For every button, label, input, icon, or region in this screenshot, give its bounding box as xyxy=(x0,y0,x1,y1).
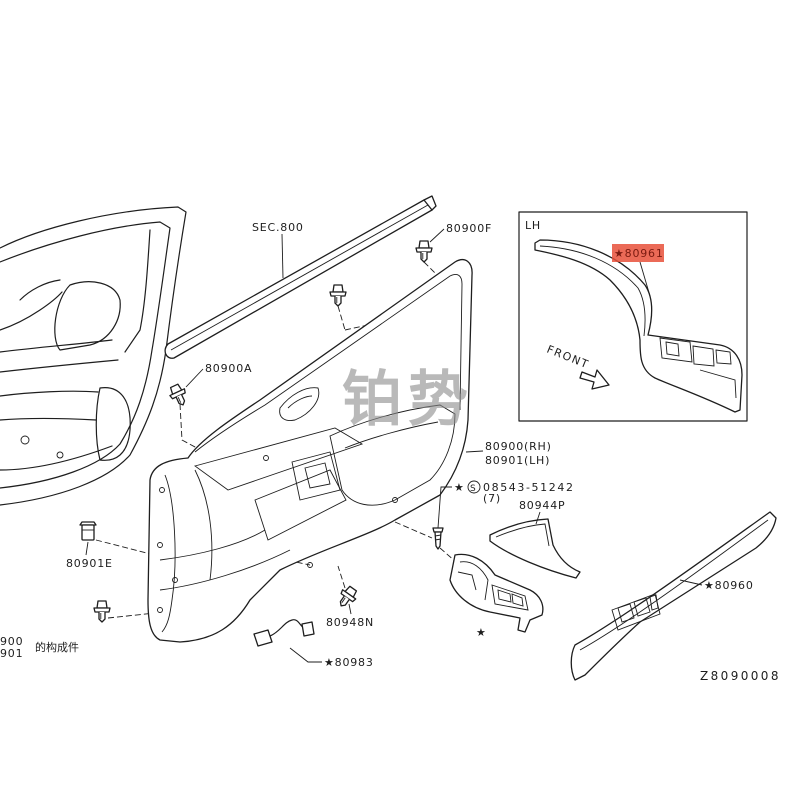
diagram-code: Z8090008 xyxy=(700,669,781,683)
label-80960: ★80960 xyxy=(704,579,754,592)
leader-80944p xyxy=(535,511,541,525)
wire-harness-80983 xyxy=(253,619,322,663)
leader-80960 xyxy=(679,579,703,586)
door-weatherstrip xyxy=(164,195,437,359)
leader-80961 xyxy=(639,261,651,297)
inset-side-label: LH xyxy=(525,219,541,232)
label-80948n: 80948N xyxy=(326,616,374,629)
clip-80900f xyxy=(415,240,433,263)
highlight-box xyxy=(612,244,664,262)
leader-80900a xyxy=(185,368,204,388)
door-trim-panel xyxy=(147,259,473,643)
part-80944p xyxy=(489,518,581,579)
label-80900-rh: 80900(RH) xyxy=(485,440,552,453)
label-80944p: 80944P xyxy=(519,499,565,512)
part-80960 xyxy=(570,511,777,681)
label-80983: ★80983 xyxy=(324,656,374,669)
front-arrow-icon xyxy=(579,369,610,390)
label-80901-lh: 80901(LH) xyxy=(485,454,550,467)
label-armrest-star: ★ xyxy=(476,626,487,639)
label-80900a: 80900A xyxy=(205,362,252,375)
leader-80900 xyxy=(465,450,484,453)
watermark: 铂势 xyxy=(342,365,474,435)
label-screw-star: ★ xyxy=(454,481,465,494)
inset-frame xyxy=(518,211,748,422)
label-sec-800: SEC.800 xyxy=(252,221,304,234)
left-partial-901: 901 xyxy=(0,647,23,660)
label-screw-qty: (7) xyxy=(483,492,501,505)
door-inner-panel xyxy=(0,206,187,506)
screw xyxy=(432,486,452,550)
left-partial-900: 900 xyxy=(0,635,23,648)
label-80901e: 80901E xyxy=(66,557,113,570)
clip-upper-middle xyxy=(329,284,347,307)
clip-80948n xyxy=(333,583,361,612)
lh-inset: LH ★80961 FRONT xyxy=(518,211,748,422)
leader-80900f xyxy=(429,228,445,243)
label-80961: ★80961 xyxy=(614,247,664,260)
leader-80901e xyxy=(85,541,89,556)
leader-sec-800 xyxy=(281,233,284,279)
s-symbol: S xyxy=(470,484,476,494)
clip-lower-left xyxy=(93,600,111,623)
left-partial-cn: 的构成件 xyxy=(35,640,79,654)
armrest-switch-base xyxy=(449,553,544,633)
clip-80901e xyxy=(79,521,97,541)
label-screw-part: 08543-51242 xyxy=(483,481,575,494)
leader-80948n xyxy=(348,603,352,615)
part-80961 xyxy=(534,239,743,413)
front-label: FRONT xyxy=(545,343,591,372)
s-symbol-circle xyxy=(467,480,481,494)
label-80900f: 80900F xyxy=(446,222,492,235)
